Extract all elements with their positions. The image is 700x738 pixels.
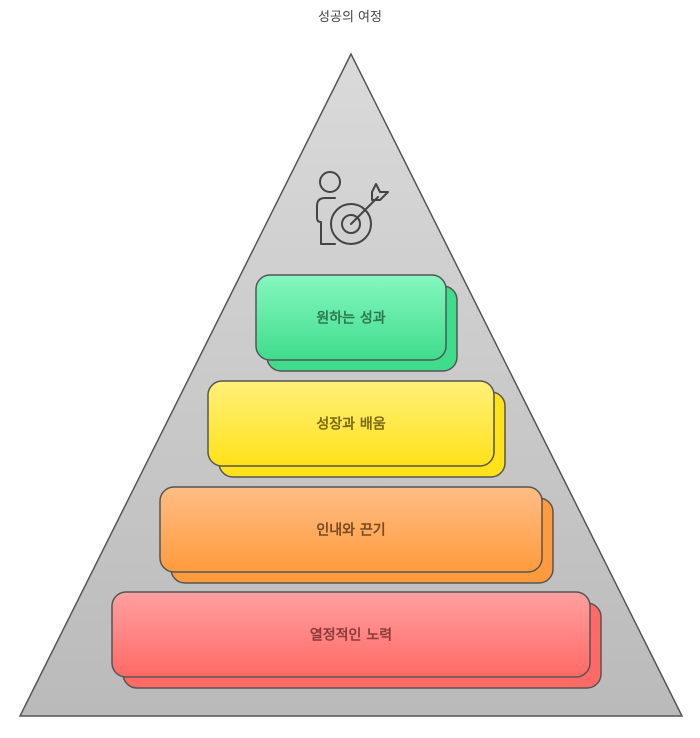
level-label: 원하는 성과 bbox=[316, 310, 385, 327]
level-card bbox=[159, 486, 543, 573]
pyramid-level-4: 열정적인 노력 bbox=[111, 591, 602, 689]
level-card bbox=[111, 591, 591, 678]
pyramid-level-2: 성장과 배움 bbox=[207, 380, 506, 478]
diagram-title: 성공의 여정 bbox=[318, 10, 382, 25]
level-label: 인내와 끈기 bbox=[316, 522, 385, 539]
level-card bbox=[207, 380, 495, 467]
pyramid-level-1: 원하는 성과 bbox=[255, 274, 458, 372]
level-label: 열정적인 노력 bbox=[310, 627, 392, 644]
person-target-icon bbox=[316, 171, 389, 245]
level-label: 성장과 배움 bbox=[316, 416, 385, 433]
pyramid-level-3: 인내와 끈기 bbox=[159, 486, 554, 584]
level-card bbox=[255, 274, 447, 361]
